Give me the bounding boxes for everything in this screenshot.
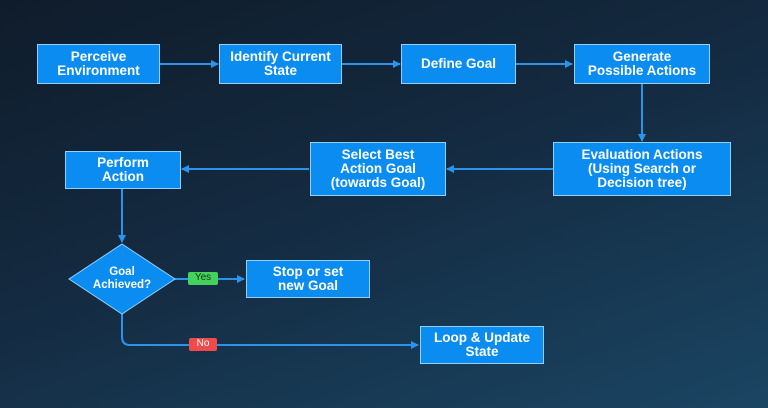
node-define-goal: Define Goal xyxy=(401,44,516,84)
node-loop-update-state: Loop & Update State xyxy=(420,326,544,364)
decision-goal-achieved: Goal Achieved? xyxy=(92,266,152,291)
node-perceive-environment: Perceive Environment xyxy=(37,44,160,84)
node-identify-current-state: Identify Current State xyxy=(219,44,342,84)
node-perform-action: Perform Action xyxy=(65,151,181,189)
node-select-best-action: Select Best Action Goal (towards Goal) xyxy=(310,142,446,196)
node-stop-or-set-new-goal: Stop or set new Goal xyxy=(246,260,370,298)
decision-diamond-shape xyxy=(68,243,176,315)
node-generate-possible-actions: Generate Possible Actions xyxy=(574,44,710,84)
edge-label-yes: Yes xyxy=(188,272,218,285)
arrow-decision-to-loop xyxy=(121,314,419,349)
edge-label-no: No xyxy=(189,338,217,351)
node-evaluation-actions: Evaluation Actions (Using Search or Deci… xyxy=(553,142,731,196)
